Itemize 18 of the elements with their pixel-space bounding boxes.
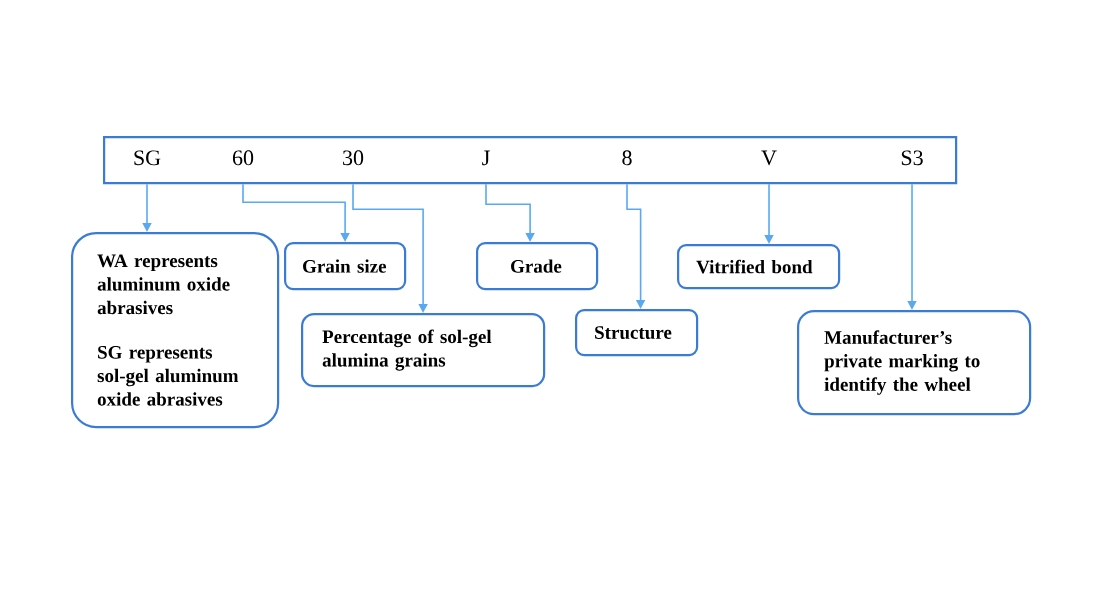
arrow bbox=[626, 183, 646, 309]
arrow bbox=[352, 183, 428, 313]
text-box: Manufacturer’s private marking to identify the wheel bbox=[797, 310, 1032, 416]
text-box: WA represents aluminum oxide abrasives SG represents sol-gel aluminum oxide abrasives bbox=[71, 232, 280, 429]
text-box: Grain size bbox=[284, 242, 407, 291]
code-text: SG bbox=[134, 150, 161, 166]
code-text: 30 bbox=[343, 150, 364, 166]
text-box: Vitrified bond bbox=[677, 244, 841, 290]
text-box: Grade bbox=[476, 242, 599, 291]
arrow bbox=[907, 183, 917, 310]
code-text: S3 bbox=[901, 150, 923, 166]
text-box: Structure bbox=[575, 309, 699, 357]
code-text: 8 bbox=[622, 150, 632, 166]
code-text: V bbox=[761, 150, 777, 166]
code-box bbox=[103, 136, 958, 185]
code-text: 60 bbox=[232, 150, 254, 166]
code-text: J bbox=[482, 150, 490, 166]
text-box: Percentage of sol-gel alumina grains bbox=[301, 313, 546, 388]
